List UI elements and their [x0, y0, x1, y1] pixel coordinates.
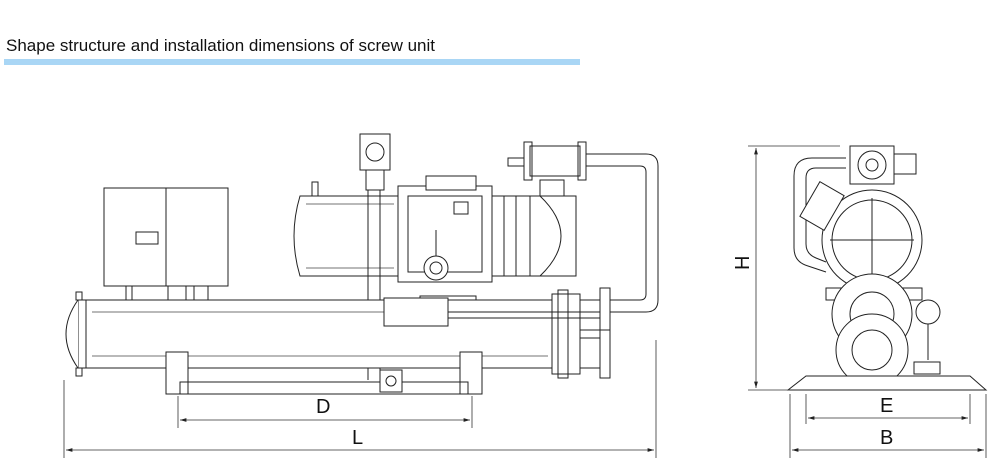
side-base — [786, 375, 988, 391]
base-frame — [165, 351, 483, 395]
suction-line — [507, 141, 659, 313]
evaporator-shell — [65, 289, 581, 379]
dimension-e-label: E — [880, 395, 893, 417]
electrical-cabinet — [103, 187, 229, 301]
dimension-e: E — [805, 394, 971, 424]
dimension-l-label: L — [352, 427, 363, 449]
dimension-d-label: D — [316, 396, 330, 418]
title-underline — [4, 59, 580, 65]
page-title: Shape structure and installation dimensi… — [6, 36, 436, 55]
dimension-d: D — [177, 396, 473, 428]
dimension-h: H — [732, 145, 840, 391]
water-connections — [579, 287, 611, 379]
side-gauge — [913, 299, 941, 375]
oil-separator — [293, 181, 401, 277]
front-view: D L — [63, 133, 659, 458]
side-compressor-body — [799, 180, 923, 291]
screw-compressor — [397, 175, 493, 309]
filter-drier — [383, 297, 600, 327]
side-view: H E B — [732, 145, 988, 458]
compressor-motor — [491, 179, 577, 277]
dimension-l: L — [63, 340, 657, 458]
dimension-b: B — [789, 394, 987, 458]
dimension-b-label: B — [880, 427, 893, 449]
dimension-h-label: H — [732, 256, 754, 270]
side-shells — [825, 273, 923, 387]
side-compressor-head — [849, 145, 917, 185]
